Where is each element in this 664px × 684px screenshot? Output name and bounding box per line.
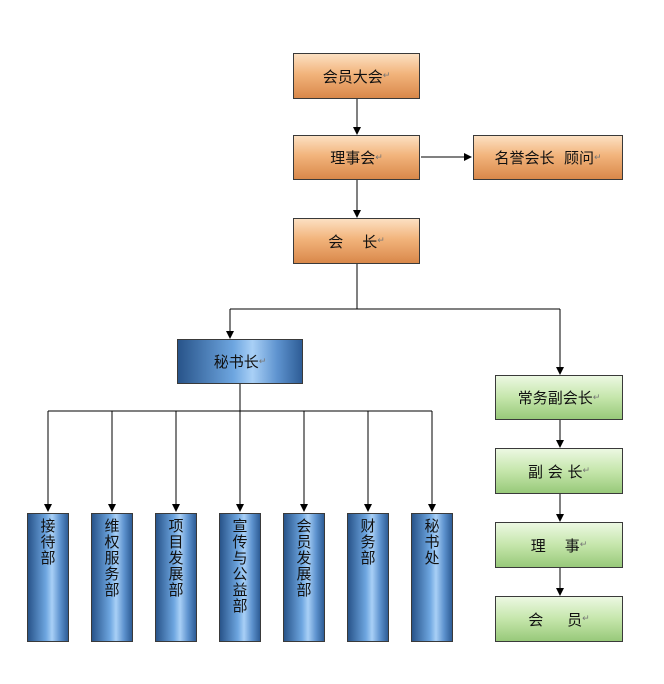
paragraph-mark: ↵ (377, 236, 385, 246)
node-council: 理事会↵ (293, 135, 420, 180)
dept-project-development-label: 项目发展部 (166, 518, 185, 598)
node-president: 会 长↵ (293, 218, 420, 264)
paragraph-mark: ↵ (582, 614, 590, 624)
node-secretary-general: 秘书长↵ (177, 339, 303, 384)
node-member: 会 员↵ (495, 596, 623, 642)
paragraph-mark: ↵ (382, 71, 391, 81)
dept-reception-label: 接待部 (38, 518, 57, 566)
dept-member-development: 会员发展部 (283, 513, 325, 642)
node-secretary-general-label: 秘书长 (213, 353, 259, 371)
node-council-label: 理事会 (330, 149, 376, 167)
dept-finance: 财务部 (347, 513, 389, 642)
node-honorary-advisor: 名誉会长 顾问↵ (473, 135, 623, 180)
dept-secretariat-label: 秘书处 (422, 518, 441, 566)
node-members-assembly-label: 会员大会 (322, 67, 383, 86)
paragraph-mark: ↵ (592, 392, 601, 403)
dept-project-development: 项目发展部 (155, 513, 197, 642)
node-director: 理 事↵ (495, 522, 623, 568)
dept-member-development-label: 会员发展部 (294, 518, 313, 598)
node-exec-vice-president-label: 常务副会长 (517, 389, 593, 407)
node-members-assembly: 会员大会↵ (293, 53, 420, 99)
paragraph-mark: ↵ (579, 540, 588, 550)
node-vice-president: 副 会 长↵ (495, 448, 623, 494)
node-exec-vice-president: 常务副会长↵ (495, 375, 623, 420)
dept-reception: 接待部 (27, 513, 69, 642)
node-member-label: 会 员 (528, 610, 583, 629)
node-honorary-advisor-label: 名誉会长 顾问 (494, 149, 594, 167)
paragraph-mark: ↵ (258, 356, 267, 367)
paragraph-mark: ↵ (375, 152, 383, 163)
dept-rights-service-label: 维权服务部 (102, 518, 121, 598)
node-director-label: 理 事 (530, 536, 580, 555)
dept-secretariat: 秘书处 (411, 513, 453, 642)
paragraph-mark: ↵ (594, 152, 602, 163)
dept-publicity-welfare: 宣传与公益部 (219, 513, 261, 642)
dept-finance-label: 财务部 (358, 518, 377, 566)
dept-publicity-welfare-label: 宣传与公益部 (230, 518, 249, 614)
node-vice-president-label: 副 会 长 (527, 462, 583, 481)
paragraph-mark: ↵ (582, 466, 591, 476)
node-president-label: 会 长 (328, 232, 378, 251)
dept-rights-service: 维权服务部 (91, 513, 133, 642)
